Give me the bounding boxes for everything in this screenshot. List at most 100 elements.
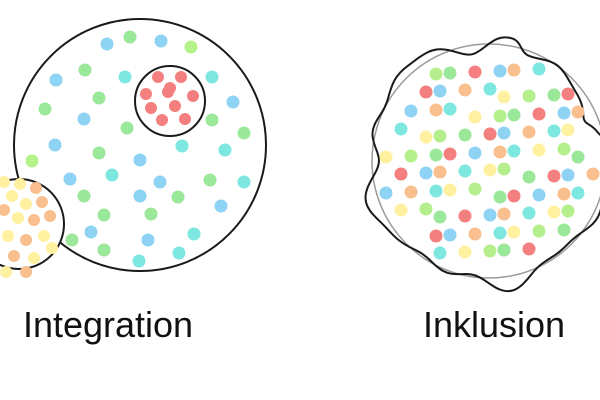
inclusion-dot	[532, 62, 546, 76]
inclusion-dot	[547, 124, 561, 138]
integration-dot	[133, 189, 147, 203]
inclusion-dot	[483, 208, 497, 222]
inclusion-dot	[443, 183, 457, 197]
inclusion-dot	[483, 163, 497, 177]
inclusion-dot	[433, 84, 447, 98]
integration-outside-dot	[46, 242, 58, 254]
inclusion-dot	[507, 144, 521, 158]
integration-dot	[118, 70, 132, 84]
integration-dot	[97, 243, 111, 257]
integration-inner-dot	[140, 88, 152, 100]
inclusion-dot	[571, 186, 585, 200]
inclusion-dot	[493, 145, 507, 159]
inclusion-dot	[532, 107, 546, 121]
integration-dot	[49, 73, 63, 87]
inclusion-dot	[507, 189, 521, 203]
integration-dot	[205, 113, 219, 127]
inclusion-dot	[419, 130, 433, 144]
inclusion-dot	[547, 169, 561, 183]
inclusion-dot	[522, 170, 536, 184]
integration-inner-dot	[179, 113, 191, 125]
integration-dot	[205, 70, 219, 84]
integration-outside-dot	[20, 198, 32, 210]
inclusion-dot	[522, 125, 536, 139]
inclusion-dot	[433, 210, 447, 224]
integration-dot	[77, 112, 91, 126]
integration-dot	[25, 154, 39, 168]
inclusion-dot	[532, 224, 546, 238]
inclusion-dot	[404, 149, 418, 163]
inclusion-dot	[483, 82, 497, 96]
integration-dot	[132, 254, 146, 268]
inclusion-dot	[433, 246, 447, 260]
inclusion-dot	[497, 90, 511, 104]
integration-inner-dot	[152, 71, 164, 83]
integration-outside-dot	[28, 252, 40, 264]
integration-dot	[218, 143, 232, 157]
inclusion-label: Inklusion	[423, 304, 565, 345]
inclusion-dot	[429, 148, 443, 162]
integration-outside-dot	[44, 210, 56, 222]
integration-main-circle	[13, 18, 267, 272]
inclusion-dot	[379, 150, 393, 164]
integration-inner-dot	[156, 114, 168, 126]
inclusion-dot	[468, 65, 482, 79]
inclusion-dot	[493, 226, 507, 240]
integration-dot	[100, 37, 114, 51]
inclusion-dot	[429, 184, 443, 198]
integration-dot	[203, 173, 217, 187]
inclusion-dot	[419, 202, 433, 216]
inclusion-dot	[404, 104, 418, 118]
inclusion-dot	[522, 89, 536, 103]
inclusion-dots	[379, 62, 600, 260]
integration-outside-dot	[30, 182, 42, 194]
integration-dot	[141, 233, 155, 247]
inclusion-dot	[557, 142, 571, 156]
inclusion-illustration: Inklusion	[364, 36, 600, 345]
inclusion-dot	[547, 88, 561, 102]
inclusion-dot	[571, 105, 585, 119]
integration-dot	[38, 102, 52, 116]
inclusion-dot	[468, 146, 482, 160]
inclusion-dot	[443, 147, 457, 161]
inclusion-dot	[443, 228, 457, 242]
integration-dot	[153, 175, 167, 189]
inclusion-dot	[458, 128, 472, 142]
integration-outside-dot	[0, 204, 10, 216]
integration-outside-dot	[20, 266, 32, 278]
inclusion-dot	[507, 108, 521, 122]
integration-dot	[77, 189, 91, 203]
inclusion-dot	[557, 187, 571, 201]
integration-dot	[187, 227, 201, 241]
integration-dot	[92, 91, 106, 105]
inclusion-dot	[493, 190, 507, 204]
inclusion-dot	[532, 188, 546, 202]
inclusion-dot	[394, 203, 408, 217]
inclusion-dot	[429, 67, 443, 81]
integration-outside-dot	[38, 230, 50, 242]
integration-inner-dot	[164, 82, 176, 94]
integration-outside-dot	[36, 196, 48, 208]
integration-inner-dot	[187, 90, 199, 102]
inclusion-dot	[443, 66, 457, 80]
inclusion-dot	[458, 209, 472, 223]
integration-outside-dot	[12, 212, 24, 224]
inclusion-dot	[419, 85, 433, 99]
integration-outside-dot	[20, 234, 32, 246]
inclusion-dot	[404, 185, 418, 199]
inclusion-dot	[561, 123, 575, 137]
inclusion-dot	[394, 122, 408, 136]
integration-dot	[65, 233, 79, 247]
integration-outside-group-dots	[0, 176, 58, 278]
inclusion-dot	[507, 225, 521, 239]
integration-dot	[144, 207, 158, 221]
inclusion-dot	[522, 242, 536, 256]
integration-dot	[171, 190, 185, 204]
integration-dot	[237, 126, 251, 140]
inclusion-dot	[547, 205, 561, 219]
integration-dot	[172, 246, 186, 260]
integration-outside-dot	[0, 176, 10, 188]
integration-dot	[154, 34, 168, 48]
integration-main-dots	[25, 30, 251, 268]
integration-inner-group-dots	[140, 71, 199, 126]
